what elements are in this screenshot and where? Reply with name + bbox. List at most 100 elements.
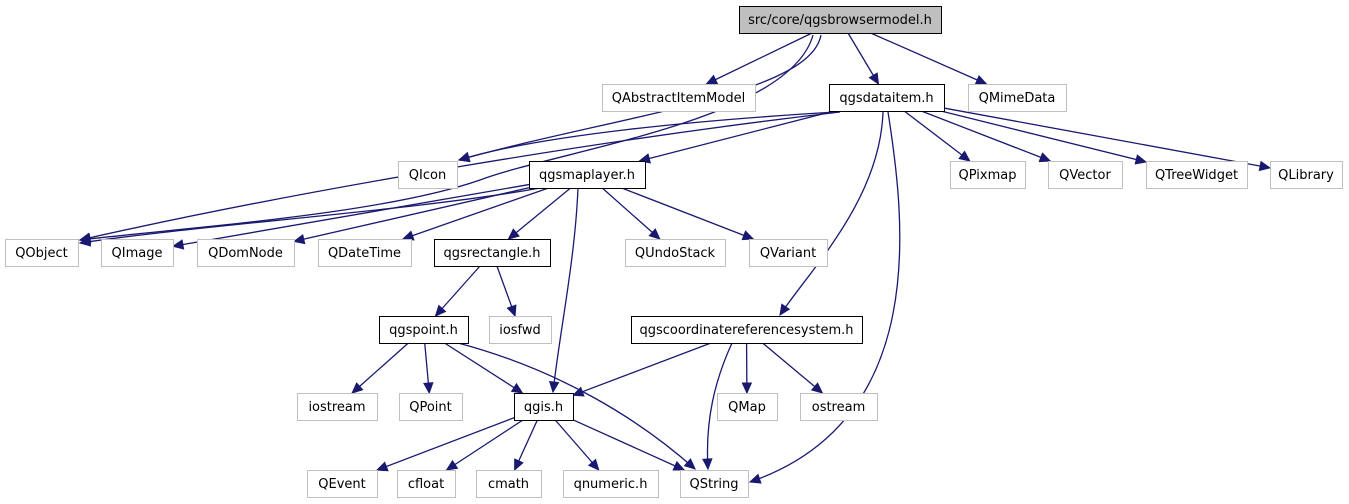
node-label: QLibrary (1278, 168, 1334, 183)
edge-arrowhead (434, 304, 447, 317)
edge-qgis-to-qnumeric (554, 419, 600, 471)
edge-line (376, 417, 515, 471)
node-label: QString (689, 477, 738, 492)
node-label: src/core/qgsbrowsermodel.h (748, 13, 932, 28)
node-qimage: QImage (101, 239, 174, 267)
edge-line (402, 187, 549, 240)
edge-qgsrectangle-to-iosfwd (496, 265, 517, 318)
node-qpixmap: QPixmap (950, 161, 1026, 189)
edge-arrowhead (423, 382, 434, 395)
edge-line (79, 187, 541, 244)
edge-arrowhead (510, 382, 524, 394)
node-qgis[interactable]: qgis.h (514, 393, 574, 421)
edge-qgspoint-to-iostream (351, 342, 409, 394)
node-label: QMimeData (979, 91, 1056, 106)
node-qgsrectangle[interactable]: qgsrectangle.h (434, 239, 551, 267)
edge-line (706, 32, 813, 85)
node-box (476, 470, 542, 498)
edge-qgscrs-to-qstring (702, 342, 733, 471)
edge-arrowhead (779, 303, 791, 317)
edge-arrowhead (683, 458, 696, 470)
node-box (101, 239, 174, 267)
edge-line (435, 265, 481, 317)
node-box (379, 316, 469, 344)
edge-line (639, 110, 835, 162)
node-label: ostream (812, 400, 866, 415)
edge-arrowhead (445, 459, 459, 471)
node-box (5, 239, 79, 267)
edge-line (444, 342, 523, 394)
edge-arrowhead (587, 458, 600, 471)
node-box (399, 393, 463, 421)
edge-qgsdataitem-to-qlibrary (943, 107, 1272, 172)
edge-qgsdataitem-to-qstring (748, 111, 901, 484)
node-label: iosfwd (499, 323, 541, 338)
edge-root-to-qobject (78, 34, 814, 244)
edge-qgsmaplayer-to-qgis (548, 187, 579, 394)
edge-qgis-to-cfloat (445, 419, 524, 471)
edge-arrowhead (958, 150, 971, 162)
node-label: QDomNode (208, 246, 283, 261)
node-label: QDateTime (328, 246, 401, 261)
node-qpoint: QPoint (399, 393, 463, 421)
edge-line (749, 111, 901, 483)
node-cfloat: cfloat (397, 470, 456, 498)
edge-qgis-to-cmath (514, 419, 538, 472)
edge-qgsmaplayer-to-qdomnode (292, 187, 530, 245)
edge-line (508, 187, 571, 240)
node-qgscrs[interactable]: qgscoordinatereferencesystem.h (631, 316, 863, 344)
node-box (717, 393, 778, 421)
node-label: qnumeric.h (574, 477, 648, 492)
edge-qgsdataitem-to-qobject (78, 111, 841, 243)
edge-line (921, 110, 1051, 162)
node-box (800, 393, 878, 421)
node-label: qgis.h (524, 400, 563, 415)
node-cmath: cmath (476, 470, 542, 498)
edge-arrowhead (1134, 154, 1148, 165)
node-qdomnode: QDomNode (197, 239, 295, 267)
node-label: qgspoint.h (389, 323, 458, 338)
edge-arrowhead (401, 230, 415, 241)
node-qgsdataitem[interactable]: qgsdataitem.h (829, 84, 945, 112)
edge-arrowhead (1258, 160, 1272, 172)
edge-arrowhead (514, 458, 524, 472)
node-box (434, 239, 551, 267)
node-label: qgsmaplayer.h (539, 168, 635, 183)
edge-root-to-qgsdataitem (847, 32, 880, 86)
node-box (739, 6, 942, 34)
node-box (563, 470, 659, 498)
node-box (529, 161, 646, 189)
node-qvector: QVector (1048, 161, 1123, 189)
node-label: qgscoordinatereferencesystem.h (639, 323, 853, 338)
edge-line (79, 111, 841, 241)
node-label: QVector (1059, 168, 1111, 183)
edge-line (903, 110, 971, 162)
node-label: cmath (488, 477, 529, 492)
edge-line (457, 342, 696, 470)
node-box (625, 239, 726, 267)
edge-line (554, 419, 600, 471)
node-qstring: QString (680, 470, 749, 498)
edge-arrowhead (457, 151, 471, 162)
edge-arrowhead (351, 382, 364, 394)
edge-qgspoint-to-qstring (457, 342, 696, 470)
node-box (397, 470, 456, 498)
node-qgspoint[interactable]: qgspoint.h (379, 316, 469, 344)
edge-line (943, 107, 1271, 169)
edge-line (621, 187, 754, 240)
node-qgsmaplayer[interactable]: qgsmaplayer.h (529, 161, 646, 189)
node-iostream: iostream (297, 393, 378, 421)
edge-line (458, 111, 837, 161)
edge-qgsrectangle-to-qgspoint (434, 265, 481, 317)
edge-arrowhead (1038, 152, 1052, 163)
node-label: qgsrectangle.h (443, 246, 540, 261)
edge-arrowhead (506, 304, 517, 318)
node-qobject: QObject (5, 239, 79, 267)
node-box (602, 84, 756, 112)
edge-arrowhead (974, 74, 988, 85)
node-iosfwd: iosfwd (489, 316, 552, 344)
node-label: cfloat (408, 477, 444, 492)
edge-line (293, 187, 530, 243)
edge-qgsmaplayer-to-qgsrectangle (507, 187, 571, 240)
edge-qgsdataitem-to-qgscrs (779, 111, 884, 317)
